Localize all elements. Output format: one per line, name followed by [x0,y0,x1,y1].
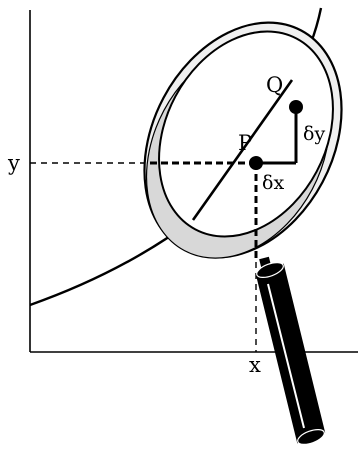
label-delta-x: δx [262,172,284,194]
point-p-dot [249,156,263,170]
label-point-q: Q [266,73,283,97]
label-y: y [7,151,20,175]
label-point-p: P [238,131,252,155]
magnifier-handle [255,256,326,445]
label-x: x [249,353,261,377]
lens-content [150,79,303,262]
point-q-dot [289,100,303,114]
label-delta-y: δy [303,123,325,145]
magnifier-lens [143,21,343,259]
magnified-curve [191,79,294,221]
